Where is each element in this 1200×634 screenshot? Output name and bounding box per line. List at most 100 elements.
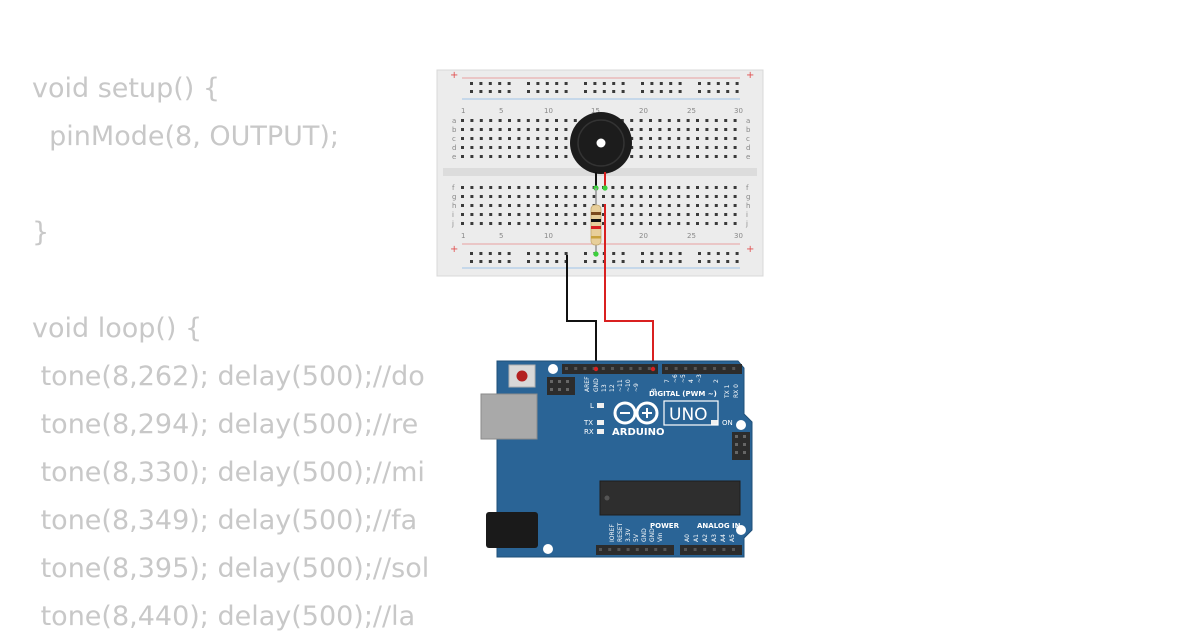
header-pin <box>566 388 569 391</box>
breadboard-hole <box>507 82 511 85</box>
pin-label: GND <box>649 528 656 542</box>
breadboard-hole <box>677 146 681 149</box>
mounting-hole <box>736 525 746 535</box>
header-pin <box>566 380 569 383</box>
analog-header <box>680 545 742 555</box>
breadboard-hole <box>659 82 663 85</box>
pin-label: A1 <box>693 534 700 542</box>
breadboard-hole <box>724 146 728 149</box>
breadboard-hole <box>555 146 558 149</box>
buzzer-hole <box>596 138 606 148</box>
breadboard-hole <box>536 186 540 189</box>
breadboard-hole <box>686 155 690 158</box>
breadboard-hole <box>461 137 464 140</box>
row-letter: h <box>746 202 750 210</box>
breadboard-hole <box>696 204 699 207</box>
row-letter: c <box>452 135 456 143</box>
digital-header-right <box>662 364 742 374</box>
breadboard-hole <box>536 82 540 85</box>
breadboard-hole <box>564 204 568 207</box>
breadboard-hole <box>735 90 739 93</box>
breadboard-hole <box>479 186 483 189</box>
arduino-logo-icon <box>613 401 659 425</box>
breadboard-hole <box>630 146 634 149</box>
header-pin <box>601 367 605 370</box>
header-pin <box>620 367 624 370</box>
breadboard-hole <box>517 146 521 149</box>
breadboard-hole <box>461 155 464 158</box>
breadboard-hole <box>705 128 709 131</box>
breadboard-hole <box>649 155 652 158</box>
breadboard-hole <box>479 90 483 93</box>
code-listing: void setup() { pinMode(8, OUTPUT); } voi… <box>0 0 480 632</box>
chip-notch <box>604 495 610 501</box>
breadboard-hole <box>714 128 718 131</box>
wire-black <box>566 255 597 369</box>
breadboard-hole <box>583 195 587 198</box>
breadboard-hole <box>526 204 530 207</box>
breadboard-hole <box>536 119 540 122</box>
breadboard-hole <box>620 195 624 198</box>
breadboard-hole <box>677 155 681 158</box>
breadboard-hole <box>517 222 521 225</box>
breadboard-hole <box>488 260 492 263</box>
breadboard-hole <box>724 119 728 122</box>
header-pin <box>663 548 667 551</box>
pin-label: 12 <box>609 384 616 392</box>
breadboard-hole <box>536 260 540 263</box>
breadboard-hole <box>639 137 643 140</box>
breadboard-hole <box>526 137 530 140</box>
breadboard-hole <box>564 128 568 131</box>
code-line: void loop() { <box>32 313 203 344</box>
breadboard-hole <box>461 195 464 198</box>
breadboard-hole <box>714 155 718 158</box>
breadboard-hole <box>508 128 511 131</box>
breadboard-hole <box>498 128 502 131</box>
breadboard-hole <box>470 260 473 263</box>
breadboard-hole <box>461 146 464 149</box>
column-number: 10 <box>544 232 553 240</box>
breadboard-hole <box>678 90 682 93</box>
breadboard-hole <box>536 213 540 216</box>
breadboard-hole <box>696 213 699 216</box>
brand-label: ARDUINO <box>612 427 664 438</box>
breadboard-hole <box>593 82 597 85</box>
breadboard-hole <box>461 119 464 122</box>
breadboard-hole <box>470 252 473 255</box>
pin-label: RX 0 <box>733 384 740 398</box>
pin-label: ~3 <box>696 374 703 383</box>
breadboard-hole <box>686 119 690 122</box>
buzzer-ring <box>577 119 625 167</box>
breadboard-hole <box>705 213 709 216</box>
breadboard-hole <box>667 195 671 198</box>
breadboard-hole <box>536 128 540 131</box>
breadboard-hole <box>526 155 530 158</box>
breadboard-hole <box>630 155 634 158</box>
breadboard-hole <box>545 204 549 207</box>
breadboard-hole <box>650 260 654 263</box>
header-pin <box>558 388 561 391</box>
breadboard-hole <box>508 119 511 122</box>
header-pin <box>583 367 587 370</box>
led-rx-label: RX <box>584 428 594 436</box>
header-pin <box>654 548 658 551</box>
breadboard-hole <box>479 155 483 158</box>
breadboard-hole <box>705 222 709 225</box>
breadboard-hole <box>479 252 483 255</box>
pin-label: 13 <box>601 384 608 392</box>
breadboard-hole <box>707 82 711 85</box>
breadboard-hole <box>649 195 652 198</box>
breadboard-hole <box>488 90 492 93</box>
breadboard-hole <box>677 195 681 198</box>
breadboard-hole <box>555 186 558 189</box>
power-label: POWER <box>650 522 680 530</box>
resistor-body <box>590 204 602 246</box>
breadboard-hole <box>630 195 634 198</box>
wire-red <box>604 204 654 369</box>
breadboard-hole <box>677 213 681 216</box>
breadboard-hole <box>489 146 493 149</box>
breadboard-hole <box>564 186 568 189</box>
breadboard-hole <box>479 119 483 122</box>
breadboard-hole <box>630 119 634 122</box>
breadboard-hole <box>488 252 492 255</box>
